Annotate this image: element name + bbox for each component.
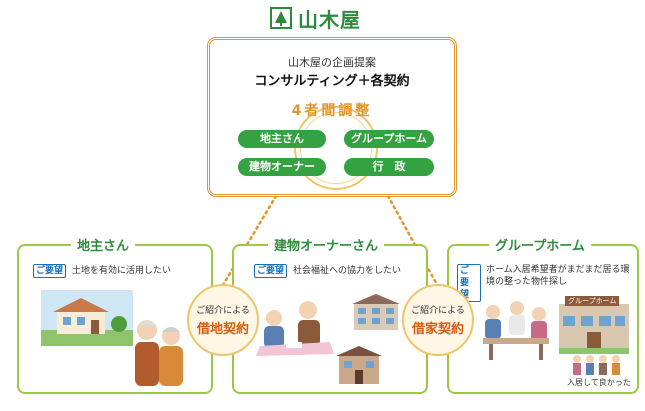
building-illustration <box>336 346 382 388</box>
contract-name: 借地契約 <box>196 322 249 337</box>
party-government: 行 政 <box>344 158 434 176</box>
landowner-needs: ご要望 土地を有効に活用したい <box>33 264 171 278</box>
proposal-panel: 山木屋の企画提案 コンサルティング＋各契約 4者間調整 地主さん グループホーム… <box>207 37 457 197</box>
coordination-ring <box>294 106 378 190</box>
coordination-ring-inner <box>300 112 372 184</box>
needs-text: ホーム入居希望者がまだまだ居る環境の整った物件探し <box>485 265 630 287</box>
group-home-box: グループホーム ご要望 ホーム入居希望者がまだまだ居る環境の整った物件探し <box>447 235 639 394</box>
house-illustration <box>41 290 133 350</box>
building-owner-title: 建物オーナーさん <box>268 235 385 254</box>
needs-text: 土地を有効に活用したい <box>72 266 172 276</box>
elderly-couple-illustration <box>127 316 189 396</box>
logo-mark-icon <box>270 7 292 29</box>
proposal-subtitle: 山木屋の企画提案 <box>288 56 376 69</box>
residents-row-illustration <box>571 354 625 380</box>
satisfaction-caption: 入居して良かった <box>567 378 631 387</box>
landowner-title: 地主さん <box>71 235 136 254</box>
contract-name: 借家契約 <box>411 322 464 337</box>
group-home-title: グループホーム <box>489 235 591 254</box>
building-owner-box: 建物オーナーさん ご要望 社会福祉への協力をしたい <box>232 235 428 394</box>
land-lease-contract-badge: ご紹介による 借地契約 <box>187 284 259 356</box>
contract-intro: ご紹介による <box>411 306 465 316</box>
needs-text: 社会福祉への協力をしたい <box>293 266 402 276</box>
landowner-box: 地主さん ご要望 土地を有効に活用したい <box>17 235 213 396</box>
contract-intro: ご紹介による <box>196 306 250 316</box>
logo-text: 山木屋 <box>298 7 361 32</box>
party-building-owner: 建物オーナー <box>238 158 326 176</box>
building-owner-needs: ご要望 社会福祉への協力をしたい <box>254 264 401 278</box>
group-home-sign: グループホーム <box>565 296 620 306</box>
proposal-title: コンサルティング＋各契約 <box>254 74 410 89</box>
party-landowner: 地主さん <box>238 130 326 148</box>
four-party-title: 4者間調整 <box>291 103 373 119</box>
company-logo: 山木屋 <box>270 6 361 32</box>
needs-badge: ご要望 <box>254 264 288 278</box>
residents-meeting-illustration <box>479 298 553 364</box>
house-lease-contract-badge: ご紹介による 借家契約 <box>402 284 474 356</box>
group-home-building-illustration: グループホーム <box>559 296 629 354</box>
party-group-home: グループホーム <box>344 130 434 148</box>
meeting-illustration <box>256 298 334 362</box>
needs-badge: ご要望 <box>33 264 67 278</box>
apartment-illustration <box>352 294 400 334</box>
